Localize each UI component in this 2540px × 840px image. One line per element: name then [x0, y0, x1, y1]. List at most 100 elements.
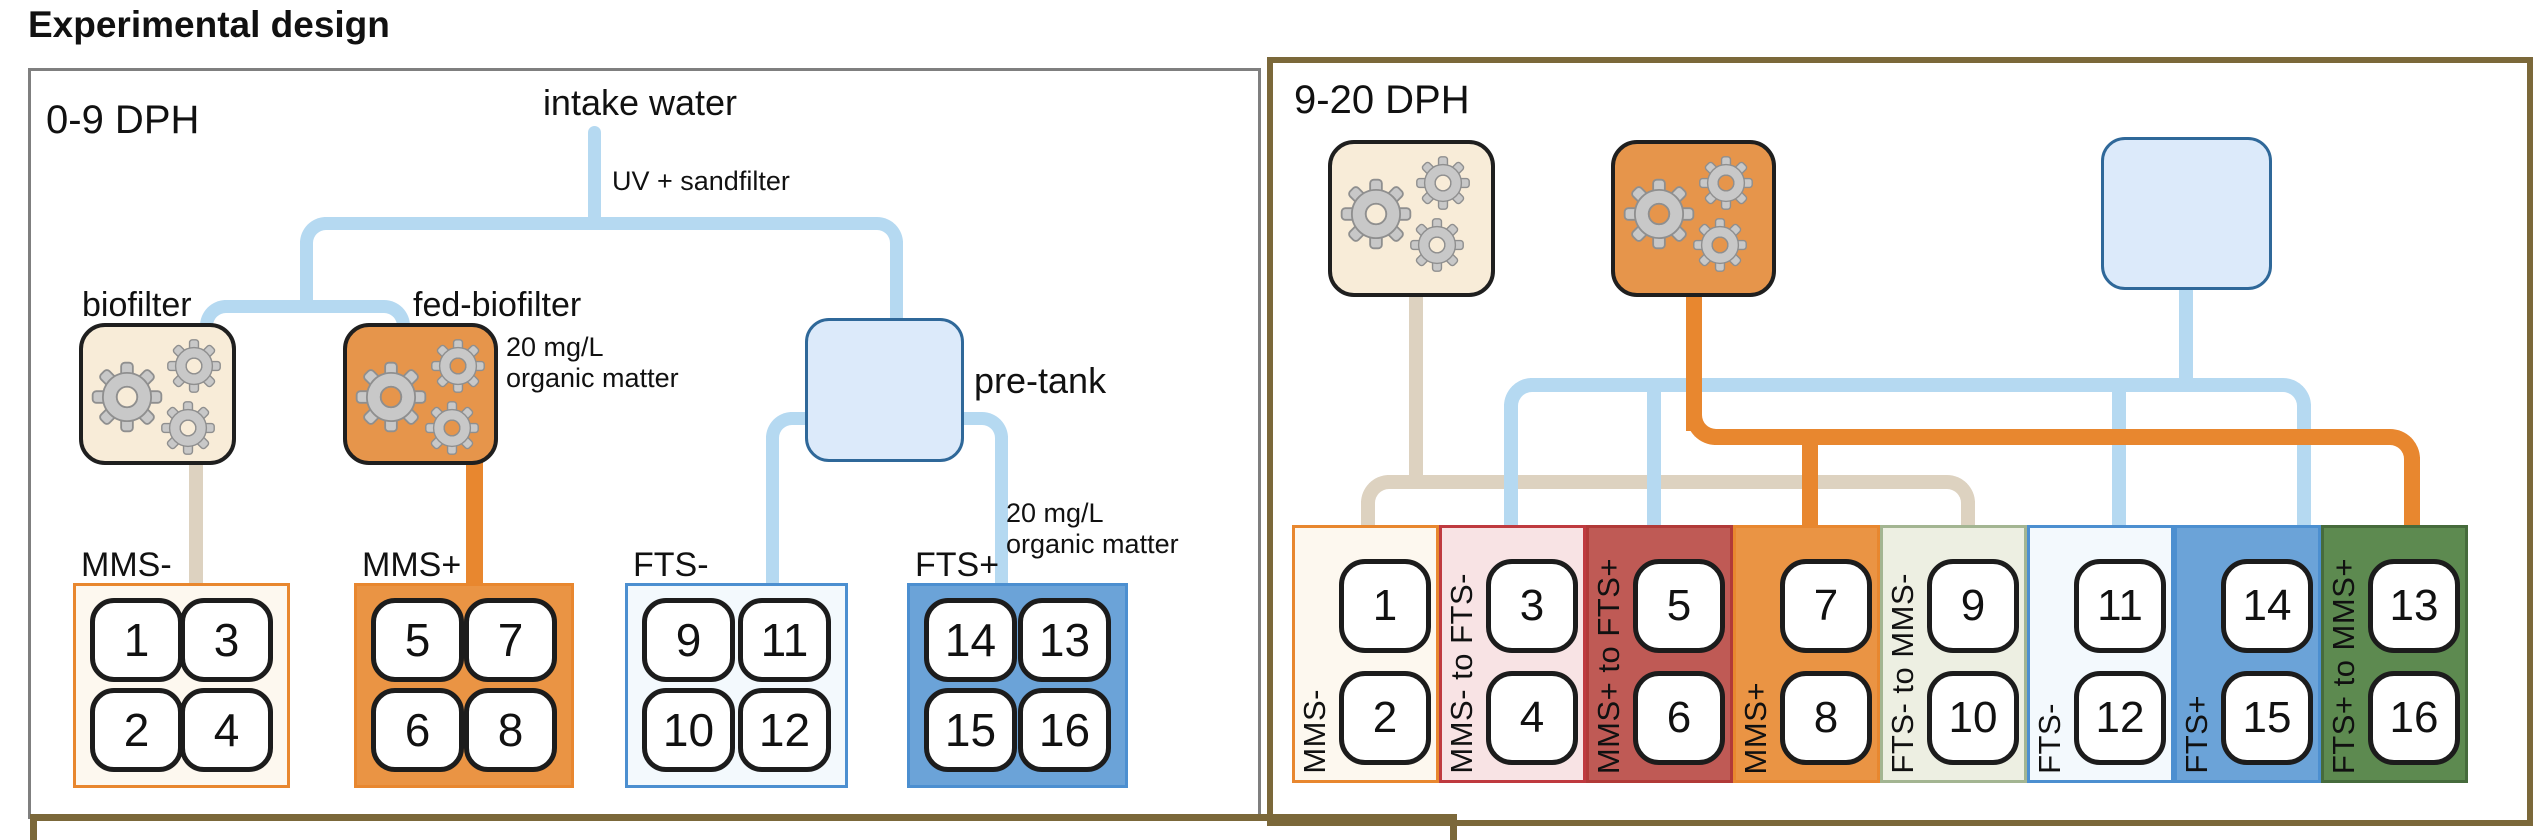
tank-group-mmsminus-to-ftsminus: MMS- to FTS-3 4 [1439, 525, 1586, 783]
pipe-r-fedbiofilter-down [1686, 291, 1702, 431]
tank-3: 3 [180, 598, 273, 682]
uv-sandfilter-label: UV + sandfilter [612, 166, 790, 196]
pretank-icon [805, 318, 964, 462]
pipe-r-orange-horizontal [1714, 429, 2390, 445]
tank-8: 8 [464, 688, 557, 772]
tank-group-ftsminus-to-mmsminus: FTS- to MMS-9 10 [1880, 525, 2027, 783]
figure-title: Experimental design [28, 4, 390, 45]
pipe-r-to-mms-to-fts [1504, 404, 1518, 525]
tank-6: 6 [371, 688, 464, 772]
tank-group-mmsplus: MMS+7 8 [1733, 525, 1880, 783]
pipe-r-pretank-down [2179, 288, 2193, 388]
pipe-r-to-fts-minus [2112, 390, 2126, 525]
panel-cropped-bottom [30, 814, 1457, 840]
tank-7: 7 [1780, 559, 1872, 653]
group-label-mmsplus: MMS+ [1738, 681, 1773, 774]
gear-icon [1693, 218, 1747, 272]
pipe-to-fts-plus [995, 436, 1008, 583]
group-label-ftsminus: FTS- [633, 546, 709, 584]
tank-1: 1 [1339, 559, 1431, 653]
biofilter-icon [79, 323, 236, 465]
tank-4: 4 [180, 688, 273, 772]
pipe-r-tan-horizontal [1387, 475, 1947, 489]
pipe-r-to-fts-plus [2297, 404, 2311, 525]
fts-plus-note: 20 mg/L organic matter [1006, 498, 1179, 559]
fed-biofilter-icon [1611, 140, 1776, 297]
gear-icon [91, 361, 163, 433]
pretank-icon [2101, 137, 2272, 290]
pipe-r-to-mms-minus [1361, 501, 1375, 527]
tank-10: 10 [642, 688, 735, 772]
tank-2: 2 [1339, 671, 1431, 765]
gear-icon [1416, 156, 1470, 210]
pipe-biofilter-to-mms-minus [189, 460, 203, 585]
panel-0-9-dph-label: 0-9 DPH [46, 98, 200, 142]
tank-11: 11 [738, 598, 831, 682]
pipe-to-fts-minus [766, 436, 779, 583]
pipe-r-blue-horizontal [1530, 378, 2283, 392]
tank-16: 16 [2368, 671, 2460, 765]
group-label-mmsplus: MMS+ [362, 546, 462, 584]
tank-2: 2 [90, 688, 183, 772]
gear-icon [355, 361, 427, 433]
tank-9: 9 [1927, 559, 2019, 653]
group-label-mmsminus: MMS- [81, 546, 172, 584]
fed-biofilter-label: fed-biofilter [413, 286, 582, 324]
tank-7: 7 [464, 598, 557, 682]
tank-5: 5 [371, 598, 464, 682]
tank-14: 14 [2221, 559, 2313, 653]
group-label-mmsminus-to-ftsminus: MMS- to FTS- [1444, 573, 1479, 774]
tank-8: 8 [1780, 671, 1872, 765]
tank-5: 5 [1633, 559, 1725, 653]
pipe-biofilter-split [224, 300, 384, 313]
pipe-intake-vertical [588, 126, 601, 222]
gear-icon [161, 401, 215, 455]
group-label-ftsplus-to-mmsplus: FTS+ to MMS+ [2326, 557, 2361, 774]
pipe-fedbiofilter-to-mms-plus [466, 460, 483, 585]
group-label-ftsminus: FTS- [2032, 703, 2067, 774]
tank-3: 3 [1486, 559, 1578, 653]
tank-group-ftsplus-to-mmsplus: FTS+ to MMS+13 16 [2321, 525, 2468, 783]
group-label-ftsplus: FTS+ [915, 546, 1000, 584]
pipe-to-pretank [890, 241, 903, 318]
tank-13: 13 [2368, 559, 2460, 653]
tank-10: 10 [1927, 671, 2019, 765]
fed-biofilter-icon [343, 323, 498, 465]
pipe-main-horizontal [324, 217, 877, 230]
group-label-ftsminus-to-mmsminus: FTS- to MMS- [1885, 573, 1920, 774]
pipe-r-to-fts-to-mms [1961, 501, 1975, 527]
group-label-mmsminus: MMS- [1297, 689, 1332, 774]
gear-icon [1623, 178, 1695, 250]
tank-11: 11 [2074, 559, 2166, 653]
tank-group-mmsminus: MMS- 1 2 [1292, 525, 1439, 783]
tank-12: 12 [738, 688, 831, 772]
gear-icon [1699, 156, 1753, 210]
gear-icon [1340, 178, 1412, 250]
biofilter-label: biofilter [82, 286, 192, 324]
pipe-left-branch [300, 241, 313, 303]
pipe-r-to-fts-plus-to-mms-plus [2404, 457, 2420, 525]
pipe-r-biofilter-down [1409, 293, 1423, 485]
tank-9: 9 [642, 598, 735, 682]
tank-4: 4 [1486, 671, 1578, 765]
biofilter-icon [1328, 140, 1495, 297]
tank-15: 15 [924, 688, 1017, 772]
pretank-label: pre-tank [974, 360, 1107, 401]
pipe-r-to-mms-plus [1802, 443, 1818, 525]
tank-13: 13 [1018, 598, 1111, 682]
tank-6: 6 [1633, 671, 1725, 765]
tank-14: 14 [924, 598, 1017, 682]
tank-1: 1 [90, 598, 183, 682]
gear-icon [431, 339, 485, 393]
panel-9-20-dph-label: 9-20 DPH [1294, 78, 1470, 122]
panel-9-20-dph [1267, 57, 2533, 826]
fed-biofilter-note: 20 mg/L organic matter [506, 332, 679, 393]
